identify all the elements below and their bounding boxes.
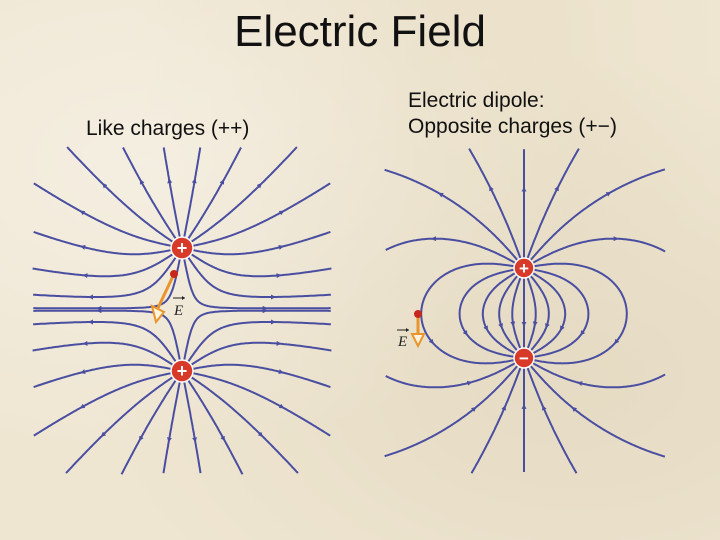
test-point <box>414 310 422 318</box>
field-line <box>420 262 516 365</box>
charge-bottom: + <box>170 359 194 383</box>
dipole-caption-line1: Electric dipole: <box>408 89 545 112</box>
like-charges-diagram: E + + <box>32 146 332 475</box>
dipole-diagram: E + − <box>384 148 666 474</box>
field-line <box>458 268 516 358</box>
e-vector-head <box>150 304 166 325</box>
charge-top: + <box>170 236 194 260</box>
field-line <box>33 230 172 256</box>
field-line <box>33 182 172 247</box>
field-line <box>33 309 181 361</box>
field-line <box>385 237 516 264</box>
field-line <box>530 272 567 356</box>
field-line <box>183 309 331 361</box>
field-line <box>65 376 174 474</box>
field-line <box>162 381 181 474</box>
field-line <box>192 363 331 389</box>
field-line <box>526 277 537 351</box>
e-vector-head <box>410 333 426 349</box>
field-line <box>192 230 331 256</box>
field-line <box>384 365 519 458</box>
dipole-caption: Electric dipole: Opposite charges (+−) <box>408 88 617 140</box>
field-line <box>192 372 331 437</box>
field-lines <box>384 148 666 474</box>
charge-bottom-sign: + <box>177 361 188 381</box>
field-vector: E <box>397 310 426 350</box>
like-charges-field-svg: E + + <box>32 146 332 475</box>
test-point <box>170 270 178 278</box>
field-line <box>532 262 628 365</box>
field-line <box>470 367 522 474</box>
charge-top-sign: + <box>177 238 188 258</box>
field-vector: E <box>150 270 185 325</box>
field-line <box>190 376 299 474</box>
field-line <box>384 168 519 261</box>
field-line <box>526 367 578 474</box>
field-line <box>33 321 177 363</box>
field-lines <box>32 146 332 475</box>
e-vector-label: E <box>397 334 407 350</box>
field-line <box>187 379 244 475</box>
e-vector-label-arrowhead <box>182 296 185 300</box>
field-line <box>187 321 331 363</box>
field-line <box>385 362 516 389</box>
field-line <box>183 258 331 310</box>
charge-negative-sign: − <box>519 349 529 368</box>
dipole-field-svg: E + − <box>384 148 666 474</box>
field-line <box>33 256 177 298</box>
field-line <box>532 362 666 389</box>
field-line <box>187 256 331 298</box>
field-line <box>532 268 590 358</box>
slide-title: Electric Field <box>234 7 486 56</box>
e-vector-label-arrowhead <box>406 328 409 332</box>
field-line <box>120 379 177 475</box>
field-line <box>33 363 172 389</box>
field-line <box>190 341 332 366</box>
field-line <box>529 168 666 261</box>
field-line <box>529 275 550 353</box>
charge-negative: − <box>513 347 535 369</box>
field-line <box>33 372 172 437</box>
field-line <box>183 147 202 238</box>
field-line <box>183 381 202 474</box>
field-line <box>122 147 177 240</box>
field-line <box>532 237 666 264</box>
charge-positive-sign: + <box>519 259 529 278</box>
field-line <box>33 258 181 310</box>
field-line <box>511 277 522 351</box>
dipole-caption-line2: Opposite charges (+−) <box>408 115 617 138</box>
field-line <box>468 148 522 259</box>
field-line <box>187 147 242 240</box>
e-vector-arrow <box>156 273 176 309</box>
field-line <box>481 272 518 356</box>
field-line <box>526 148 580 259</box>
e-vector-label: E <box>173 303 183 319</box>
like-charges-caption: Like charges (++) <box>86 117 250 140</box>
field-line <box>529 365 666 458</box>
field-line <box>32 253 174 278</box>
field-line <box>162 147 181 238</box>
charge-positive: + <box>513 257 535 279</box>
field-line <box>190 146 298 243</box>
field-line <box>192 182 331 247</box>
field-line <box>190 253 332 278</box>
field-line <box>498 275 519 353</box>
field-line <box>32 341 174 366</box>
field-line <box>66 146 174 243</box>
